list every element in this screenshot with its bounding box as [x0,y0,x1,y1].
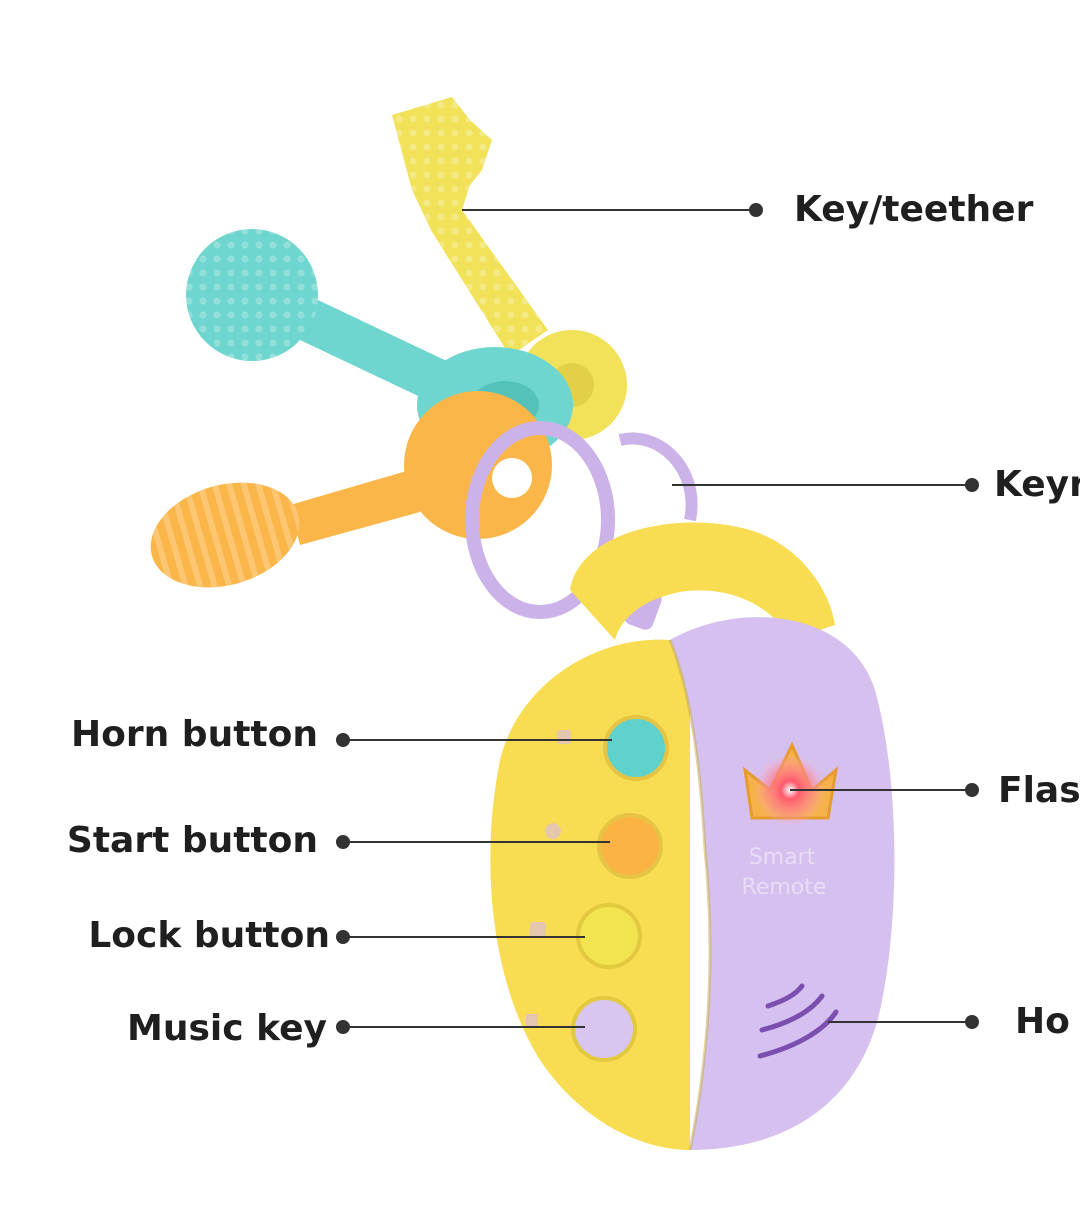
music-button [571,996,637,1062]
label-key-teether: Key/teether [794,189,1034,230]
button-icons [526,730,571,1028]
dot-key-teether [749,203,763,217]
label-keyring: Keyr [994,464,1080,505]
horn-button [603,715,669,781]
remote-brand-line2: Remote [742,875,827,900]
remote-brand-line1: Smart [749,845,816,870]
dot-start-button [336,835,350,849]
label-horn-speaker: Ho [1015,1001,1070,1042]
music-glyph-icon [526,1014,538,1028]
label-music-key: Music key [127,1008,327,1049]
label-horn-button: Horn button [71,714,318,755]
lock-glyph-icon [530,922,546,938]
leader-lines [336,203,979,1034]
dot-keyring [965,478,979,492]
label-lock-button: Lock button [88,915,330,956]
label-flash: Flas [998,770,1080,811]
lock-button [576,903,642,969]
start-glyph-icon [545,823,561,839]
horn-glyph-icon [557,730,571,744]
start-button [597,813,663,879]
label-start-button: Start button [66,820,318,861]
dot-lock-button [336,930,350,944]
dot-flash [965,783,979,797]
dot-music-key [336,1020,350,1034]
dot-horn-speaker [965,1015,979,1029]
speaker-waves-icon [757,983,839,1059]
dot-horn-button [336,733,350,747]
